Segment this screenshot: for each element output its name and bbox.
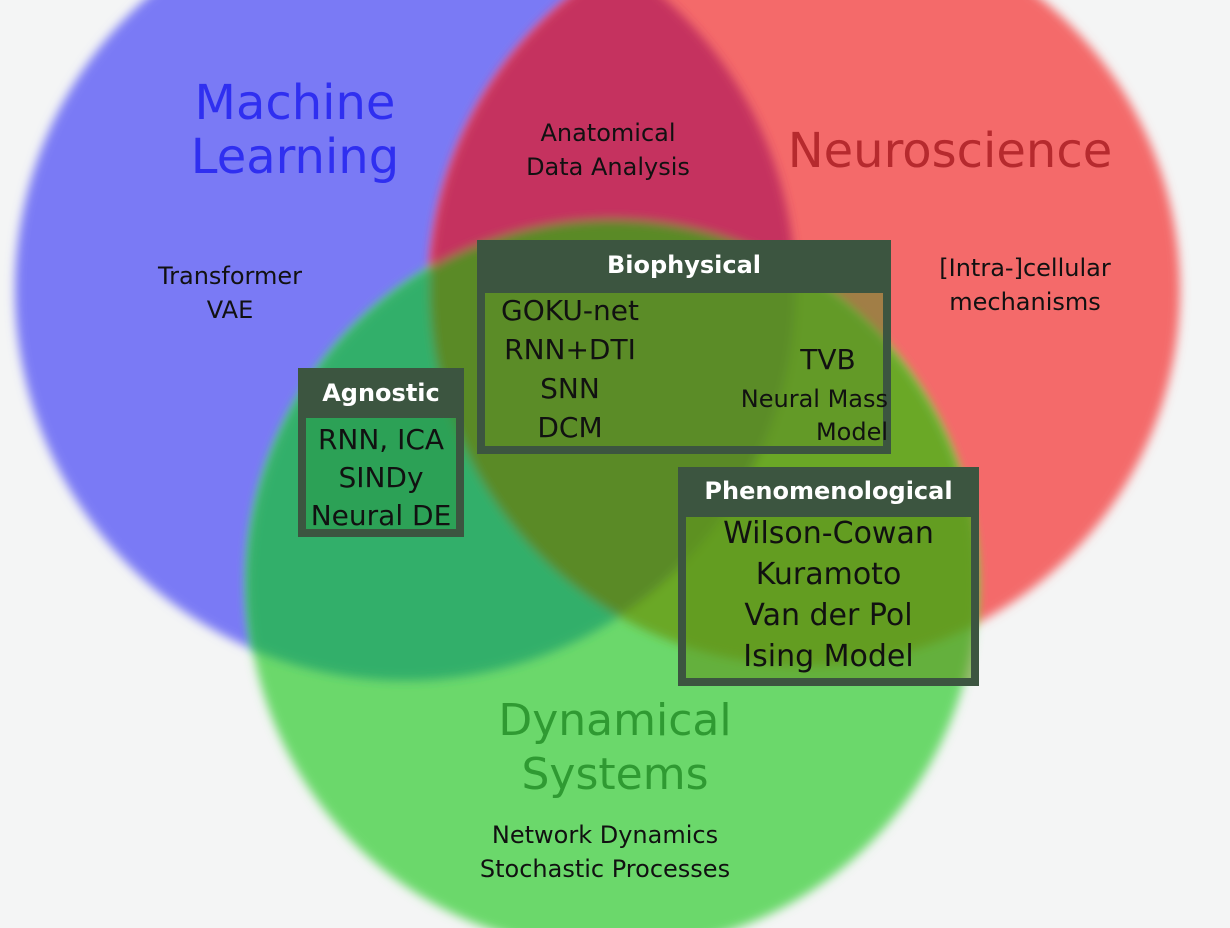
biophysical-left-items: GOKU-net RNN+DTI SNN DCM (501, 294, 639, 444)
dynamical-systems-items: Network Dynamics Stochastic Processes (479, 821, 731, 883)
neuroscience-items: [Intra-]cellular mechanisms (939, 254, 1111, 316)
machine-learning-title: Machine Learning (190, 75, 400, 185)
dynamical-systems-title: Dynamical Systems (498, 695, 732, 800)
biophysical-tvb: TVB (800, 343, 856, 376)
agnostic-box-body (304, 416, 458, 531)
machine-learning-items: Transformer VAE (157, 262, 302, 324)
anatomical-data-analysis: Anatomical Data Analysis (526, 119, 690, 181)
agnostic-header: Agnostic (298, 368, 464, 416)
phenomenological-box-body (684, 515, 973, 680)
phenomenological-items: Wilson-Cowan Kuramoto Van der Pol Ising … (723, 516, 934, 674)
biophysical-header: Biophysical (477, 240, 891, 291)
neuroscience-title: Neuroscience (787, 123, 1113, 179)
agnostic-items: RNN, ICA SINDy Neural DE (310, 423, 452, 532)
biophysical-neural-mass-model: Neural Mass Model (740, 385, 888, 446)
phenomenological-box: Phenomenological (678, 467, 979, 686)
phenomenological-header: Phenomenological (678, 467, 979, 515)
biophysical-box-body (483, 291, 885, 448)
